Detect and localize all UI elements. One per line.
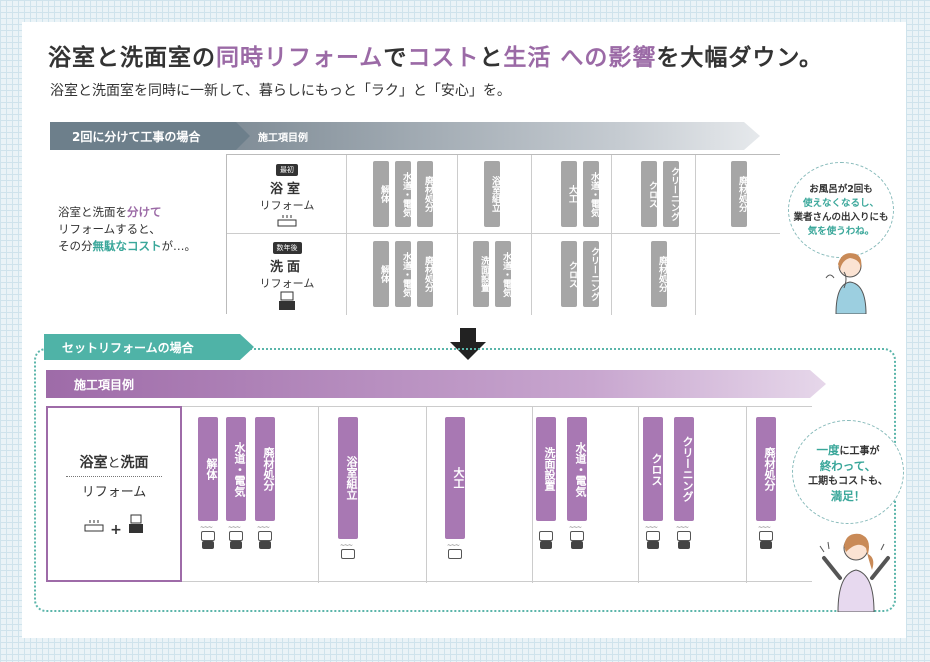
bath-and-basin-icon: ~~~	[758, 525, 774, 549]
infographic-card: 浴室と洗面室の同時リフォームでコストと生活 への影響を大幅ダウン。 浴室と洗面室…	[22, 22, 906, 638]
plus-sign: +	[110, 522, 122, 538]
set-chip-label: セットリフォームの場合	[62, 341, 194, 355]
work-item: クロス	[643, 417, 663, 521]
separate-row-bath: 最初 浴室 リフォーム	[227, 161, 347, 232]
bath-and-basin-icon: ~~~	[200, 525, 216, 549]
work-item: 解体	[373, 241, 389, 307]
work-item: 水道・電気	[495, 241, 511, 307]
set-label-box: 浴室と洗面 リフォーム +	[46, 406, 182, 582]
work-item: 廃材処分	[417, 161, 433, 227]
work-item: 洗面設置	[536, 417, 556, 521]
separate-row-wash: 数年後 洗面 リフォーム	[227, 239, 347, 314]
work-item: クリーニング	[663, 161, 679, 227]
work-item: 解体	[198, 417, 218, 521]
work-item: 大工	[445, 417, 465, 539]
bathtub-icon	[277, 215, 297, 227]
set-arrow-bar: 施工項目例	[46, 370, 826, 398]
work-item: 廃材処分	[756, 417, 776, 521]
work-item: クロス	[561, 241, 577, 307]
work-item: 洗面設置	[473, 241, 489, 307]
work-item: 大工	[561, 161, 577, 227]
bath-and-basin-icon: ~~~	[257, 525, 273, 549]
work-item: クリーニング	[583, 241, 599, 307]
separate-chip: 2回に分けて工事の場合	[50, 122, 250, 150]
separate-work-label: 施工項目例	[258, 133, 308, 144]
bath-and-basin-icon: ~~~	[645, 525, 661, 549]
set-work-label: 施工項目例	[74, 378, 135, 392]
work-item: 浴室組立	[484, 161, 500, 227]
separate-note: 浴室と洗面を分けて リフォームすると、 その分無駄なコストが…。	[58, 205, 196, 253]
down-arrow-icon	[450, 328, 486, 360]
bathtub-icon	[84, 520, 104, 532]
work-item: 解体	[373, 161, 389, 227]
bath-and-basin-icon: ~~~	[569, 525, 585, 549]
work-item: 水道・電気	[395, 241, 411, 307]
work-item: 廃材処分	[651, 241, 667, 307]
page-title: 浴室と洗面室の同時リフォームでコストと生活 への影響を大幅ダウン。	[48, 45, 823, 71]
speech-bubble-separate: お風呂が2回も 使えなくなるし、 業者さんの出入りにも 気を使うわね。	[788, 162, 894, 258]
work-item: 浴室組立	[338, 417, 358, 539]
work-item: 廃材処分	[417, 241, 433, 307]
work-item: クリーニング	[674, 417, 694, 521]
work-item: クロス	[641, 161, 657, 227]
happy-woman-illustration	[819, 533, 890, 612]
worried-woman-illustration	[825, 253, 867, 314]
separate-chip-label: 2回に分けて工事の場合	[72, 130, 201, 144]
bath-and-basin-icon: ~~~	[676, 525, 692, 549]
bathtub-icon: ~~~	[447, 543, 463, 567]
bath-and-basin-icon: ~~~	[228, 525, 244, 549]
speech-bubble-set: 一度に工事が 終わって、 工期もコストも、 満足！	[792, 420, 904, 524]
page-subtitle: 浴室と洗面室を同時に一新して、暮らしにもっと「ラク」と「安心」を。	[50, 83, 511, 99]
separate-grid: 最初 浴室 リフォーム 数年後 洗面 リフォーム 解体 水道・電気 廃材処分 浴…	[226, 154, 780, 315]
washbasin-icon	[279, 291, 295, 310]
set-chip: セットリフォームの場合	[44, 334, 254, 360]
work-item: 水道・電気	[395, 161, 411, 227]
washbasin-icon	[538, 525, 554, 549]
work-item: 水道・電気	[567, 417, 587, 521]
work-item: 廃材処分	[255, 417, 275, 521]
bathtub-icon: ~~~	[340, 543, 356, 567]
work-item: 水道・電気	[583, 161, 599, 227]
set-grid: 解体 水道・電気 廃材処分 浴室組立 大工 洗面設置 水道・電気 クロス クリー…	[46, 406, 812, 583]
separate-label-column	[227, 155, 347, 315]
work-item: 水道・電気	[226, 417, 246, 521]
work-item: 廃材処分	[731, 161, 747, 227]
washbasin-icon	[128, 514, 143, 533]
